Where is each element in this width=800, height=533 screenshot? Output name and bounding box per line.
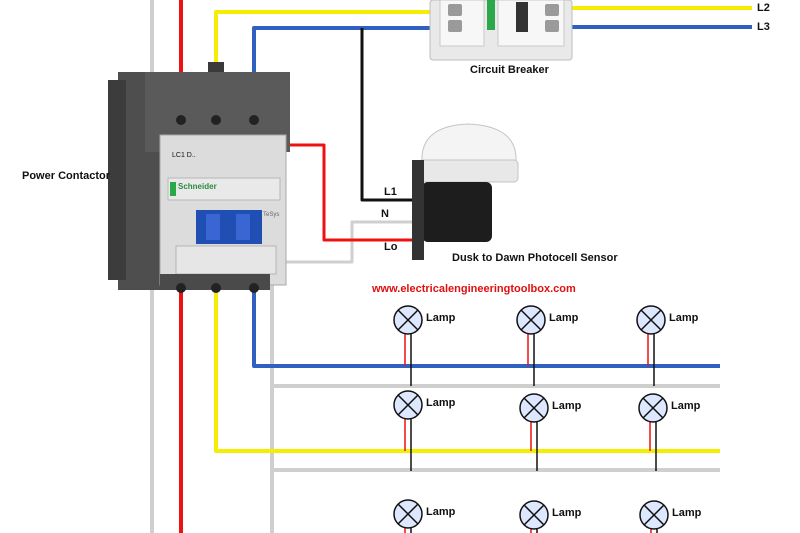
lamp-label: Lamp — [552, 507, 582, 519]
lamp-label: Lamp — [426, 506, 456, 518]
l2-label: L2 — [757, 2, 770, 14]
lamp-symbol — [639, 500, 669, 533]
l3-wire-load — [252, 292, 720, 368]
lamp-symbol — [636, 305, 666, 386]
l2-wire-load — [214, 292, 720, 453]
lamp-symbol — [516, 305, 546, 386]
contactor-model: LC1 D.. — [172, 152, 196, 159]
lamp-label: Lamp — [671, 400, 701, 412]
power-contactor-label: Power Contactor — [22, 170, 111, 182]
terminal-top-l1 — [176, 115, 186, 125]
lamps — [393, 305, 669, 533]
lamp-label: Lamp — [549, 312, 579, 324]
neutral-wire-sensor — [272, 220, 420, 264]
lamp-symbol — [519, 500, 549, 533]
lamp-symbol — [519, 393, 549, 471]
terminal-bottom-t3 — [249, 283, 259, 293]
contactor-brand: Schneider — [178, 182, 217, 191]
website-label: www.electricalengineeringtoolbox.com — [372, 283, 576, 295]
lamp-symbol — [393, 499, 423, 533]
wire-l1-label: L1 — [384, 186, 397, 198]
lamp-label: Lamp — [672, 507, 702, 519]
lamp-symbol — [638, 393, 668, 471]
terminal-top-l3 — [249, 115, 259, 125]
circuit-breaker-label: Circuit Breaker — [470, 64, 549, 76]
sensor-l1-wire — [360, 28, 420, 202]
sensor-lo-wire — [280, 143, 420, 242]
lamp-label: Lamp — [426, 397, 456, 409]
wire-lo-label: Lo — [384, 241, 398, 253]
terminal-bottom-t2 — [211, 283, 221, 293]
contactor-side-mark: TeSys — [263, 212, 280, 218]
circuit-breaker — [429, 0, 573, 61]
wire-n-label: N — [381, 208, 389, 220]
power-contactor — [108, 62, 290, 293]
terminal-top-l2 — [211, 115, 221, 125]
lamp-label: Lamp — [552, 400, 582, 412]
lamp-label: Lamp — [426, 312, 456, 324]
terminal-bottom-t1 — [176, 283, 186, 293]
sensor-label: Dusk to Dawn Photocell Sensor — [452, 252, 618, 264]
photocell-sensor — [412, 123, 519, 260]
l3-label: L3 — [757, 21, 770, 33]
lamp-symbol — [393, 390, 423, 471]
lamp-symbol — [393, 305, 423, 386]
lamp-label: Lamp — [669, 312, 699, 324]
